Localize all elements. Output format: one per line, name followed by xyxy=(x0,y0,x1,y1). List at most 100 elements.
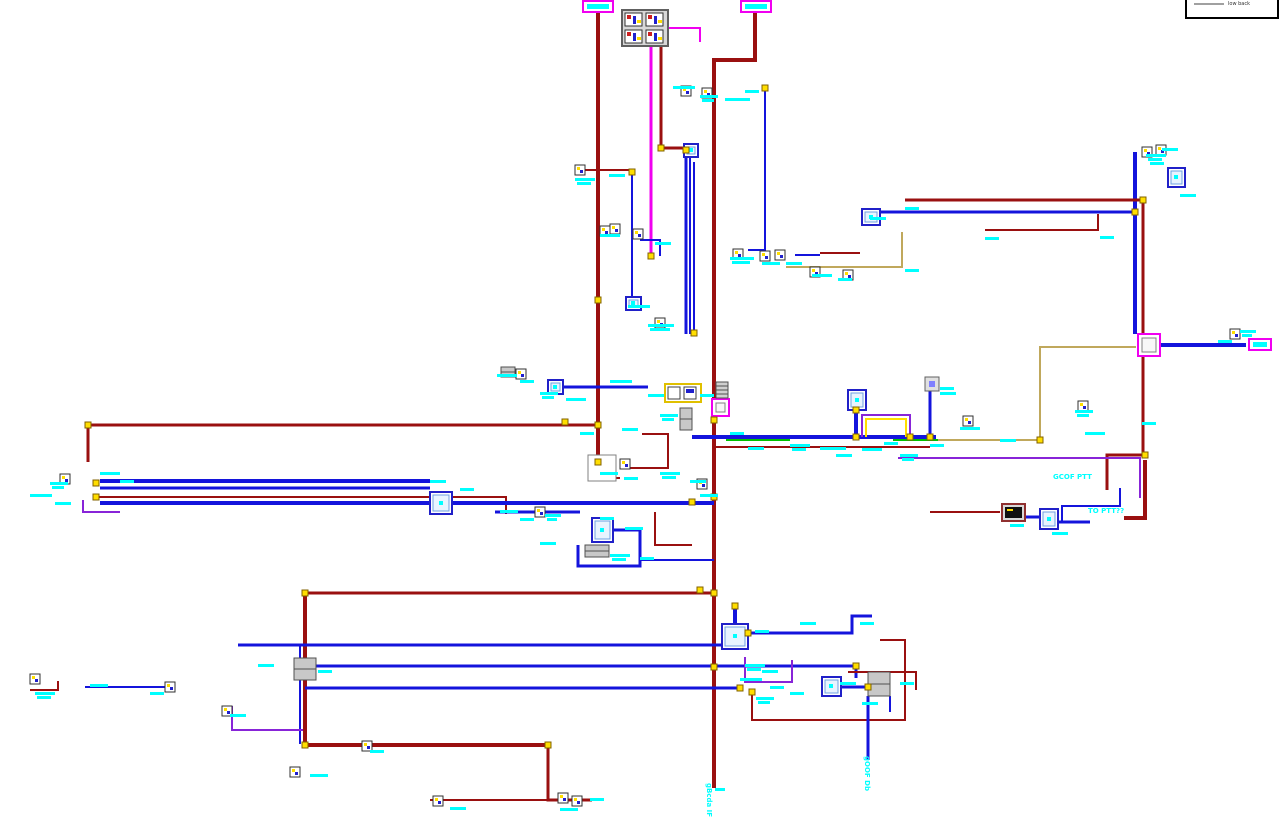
micro-label xyxy=(542,396,554,399)
primitive-glyph xyxy=(580,170,583,173)
micro-label xyxy=(1085,432,1105,435)
free-label-to-ptt: TO PTT?? xyxy=(1088,507,1125,515)
wire-junction xyxy=(594,458,602,466)
wire-maroon[interactable] xyxy=(659,46,686,150)
subvi-glyph xyxy=(631,301,635,305)
icon-glyph xyxy=(637,20,641,23)
wire-blue[interactable] xyxy=(1061,488,1121,522)
wire-junction xyxy=(926,433,934,441)
micro-label xyxy=(566,398,586,401)
wire-maroon[interactable] xyxy=(96,496,507,514)
micro-label xyxy=(622,428,638,431)
micro-label xyxy=(450,807,466,810)
micro-label xyxy=(862,702,878,705)
wire-maroon[interactable] xyxy=(30,681,59,691)
primitive-glyph xyxy=(518,371,521,374)
micro-label xyxy=(628,305,650,308)
subvi-glyph xyxy=(439,501,443,505)
micro-label xyxy=(560,808,578,811)
micro-label xyxy=(756,697,774,700)
subvi-glyph xyxy=(1174,175,1178,179)
wire-junction xyxy=(748,688,756,696)
micro-label xyxy=(258,664,274,667)
micro-label xyxy=(812,274,832,277)
micro-label xyxy=(1240,330,1256,333)
micro-label xyxy=(930,444,944,447)
primitive-glyph xyxy=(295,772,298,775)
primitive-glyph xyxy=(170,687,173,690)
subvi-glyph xyxy=(855,398,859,402)
wire-blue[interactable] xyxy=(748,614,872,635)
micro-label xyxy=(758,701,770,704)
wire-yellow[interactable] xyxy=(865,418,907,437)
micro-label xyxy=(1162,148,1178,151)
primitive-glyph xyxy=(686,91,689,94)
micro-label xyxy=(100,472,120,475)
subvi-glyph xyxy=(733,634,737,638)
primitive-glyph xyxy=(965,418,968,421)
wire-purple[interactable] xyxy=(82,500,120,513)
micro-label xyxy=(90,684,108,687)
frame-node[interactable] xyxy=(587,454,617,482)
micro-label xyxy=(1000,439,1016,442)
micro-label xyxy=(702,99,714,102)
wire-tan[interactable] xyxy=(938,346,1136,441)
primitive-glyph xyxy=(625,464,628,467)
free-label-vertical-right: gOOF Db xyxy=(863,756,871,791)
micro-label xyxy=(732,261,750,264)
micro-label xyxy=(662,476,676,479)
micro-label xyxy=(745,664,765,667)
icon-glyph xyxy=(654,33,657,41)
micro-label xyxy=(648,394,664,397)
wire-blue[interactable] xyxy=(640,239,661,256)
micro-label xyxy=(700,494,718,497)
wire-junction xyxy=(561,418,569,426)
wire-purple[interactable] xyxy=(861,414,911,437)
legend-item-text: low back xyxy=(1228,1,1251,7)
micro-label xyxy=(1075,410,1093,413)
primitive-glyph xyxy=(683,88,686,91)
subvi-glyph xyxy=(689,148,693,152)
wire-junction xyxy=(84,421,92,429)
wire-purple[interactable] xyxy=(898,457,1141,498)
primitive-glyph xyxy=(622,461,625,464)
wire-maroon[interactable] xyxy=(712,11,757,788)
icon-glyph xyxy=(658,37,662,40)
micro-label xyxy=(520,380,534,383)
wire-maroon[interactable] xyxy=(654,512,692,546)
wire-maroon[interactable] xyxy=(546,745,592,802)
icon-glyph xyxy=(633,16,636,24)
wire-magenta[interactable] xyxy=(668,27,701,42)
primitive-glyph xyxy=(1144,149,1147,152)
primitive-glyph xyxy=(704,90,707,93)
primitive-glyph xyxy=(224,708,227,711)
icon-glyph xyxy=(633,33,636,41)
subvi-glyph xyxy=(553,385,557,389)
primitive-glyph xyxy=(167,684,170,687)
wire-junction xyxy=(682,146,690,154)
wire-maroon[interactable] xyxy=(1124,460,1147,520)
micro-label xyxy=(1146,154,1166,157)
wire-maroon[interactable] xyxy=(985,214,1099,231)
subvi-glyph xyxy=(600,528,604,532)
primitive-glyph xyxy=(574,798,577,801)
wire-maroon[interactable] xyxy=(303,593,548,747)
wire-junction xyxy=(1141,451,1149,459)
primitive-glyph xyxy=(762,253,765,256)
micro-label xyxy=(838,278,852,281)
wire-maroon[interactable] xyxy=(751,639,906,721)
primitive-glyph xyxy=(602,228,605,231)
micro-label xyxy=(1242,334,1252,337)
wire-purple[interactable] xyxy=(231,706,303,731)
wire-maroon[interactable] xyxy=(86,423,596,462)
primitive-glyph xyxy=(521,374,524,377)
wire-maroon[interactable] xyxy=(630,433,669,469)
wire-blue[interactable] xyxy=(748,88,766,251)
micro-label xyxy=(762,670,778,673)
micro-label xyxy=(905,207,919,210)
wire-tan[interactable] xyxy=(786,232,903,268)
primitive-glyph xyxy=(35,679,38,682)
primitive-glyph xyxy=(612,226,615,229)
micro-label xyxy=(940,392,956,395)
wire-purple[interactable] xyxy=(744,657,793,683)
